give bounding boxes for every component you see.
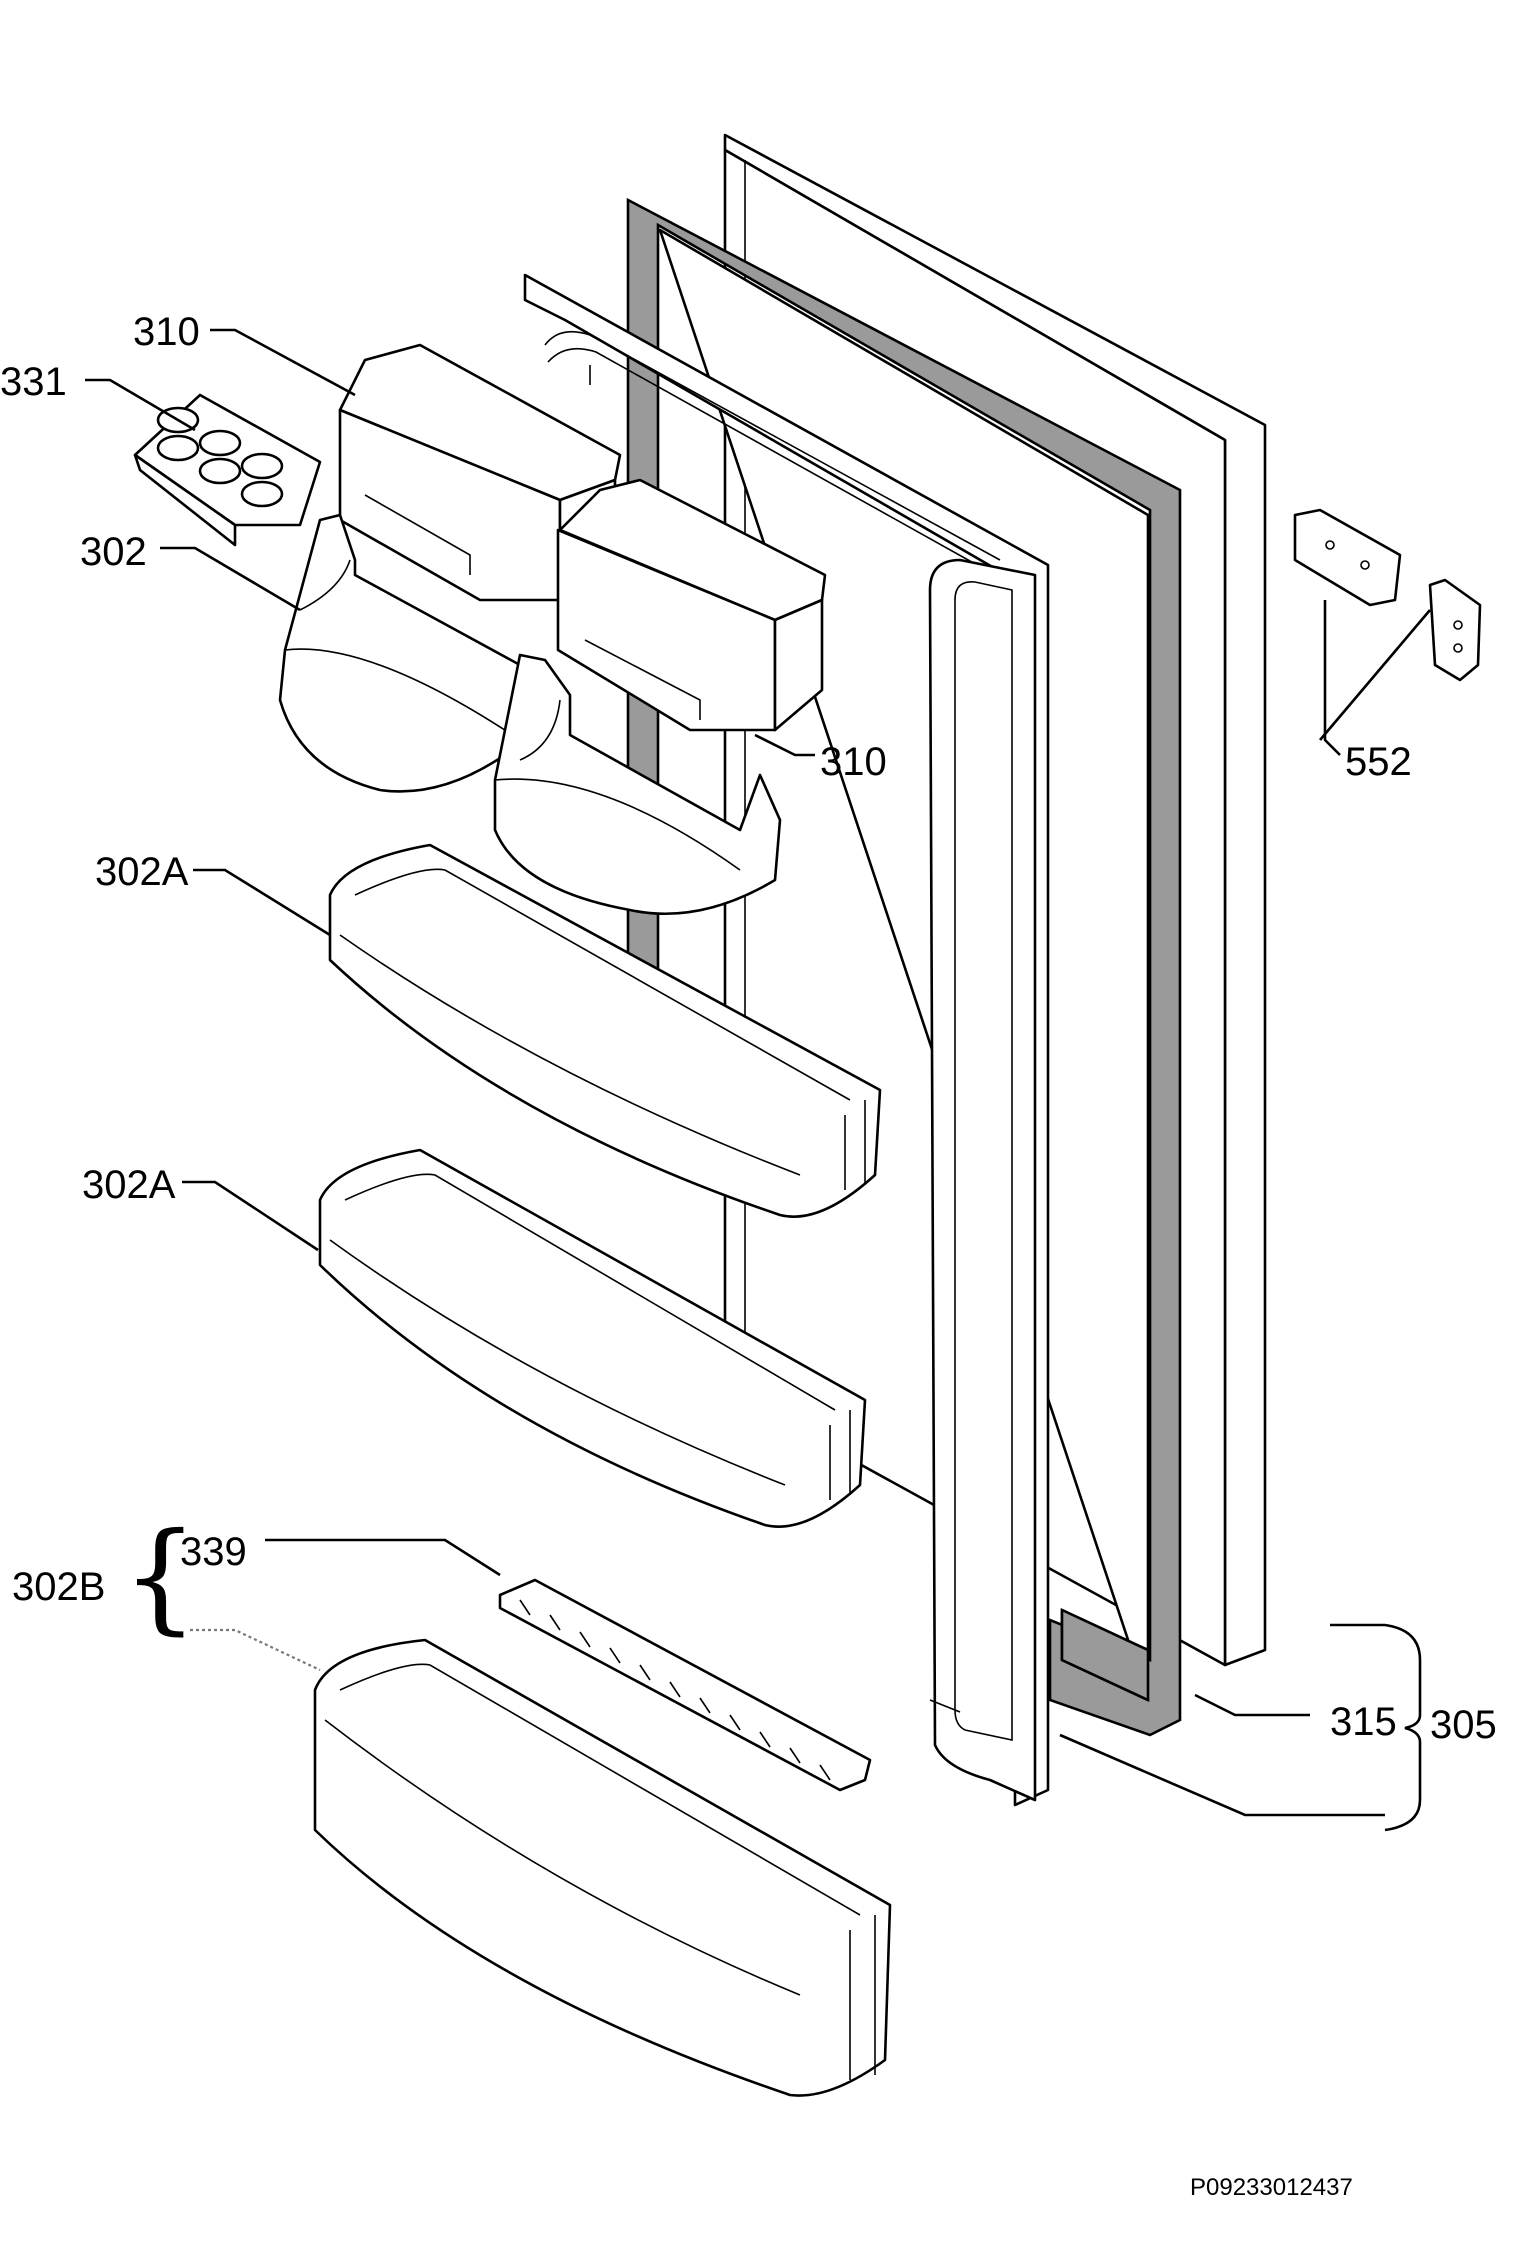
label-302: 302 [80, 530, 147, 574]
label-339: 339 [180, 1530, 247, 1574]
door-shelf-a-upper [328, 843, 882, 1218]
brace-302b: { [122, 1508, 198, 1647]
hinge-bracket-a [1293, 508, 1402, 607]
label-310-top: 310 [133, 310, 200, 354]
label-302a-upper: 302A [95, 850, 189, 894]
door-shelf-b [313, 1638, 892, 2097]
part-number: P09233012437 [1190, 2174, 1353, 2201]
butter-box-right [556, 478, 827, 732]
label-315: 315 [1330, 1700, 1397, 1744]
door-inner-rail [928, 558, 1037, 1802]
door-shelf-a-lower [318, 1148, 867, 1528]
egg-tray [133, 393, 322, 547]
small-shelf-right [493, 653, 782, 916]
label-310-right: 310 [820, 740, 887, 784]
label-305: 305 [1430, 1703, 1497, 1747]
label-302a-lower: 302A [82, 1163, 176, 1207]
bottle-holder [498, 1578, 872, 1792]
label-331: 331 [0, 360, 67, 404]
label-302b: 302B [12, 1565, 105, 1609]
leader-lines [85, 328, 1431, 1832]
hinge-bracket-b [1428, 578, 1482, 682]
label-552: 552 [1345, 740, 1412, 784]
